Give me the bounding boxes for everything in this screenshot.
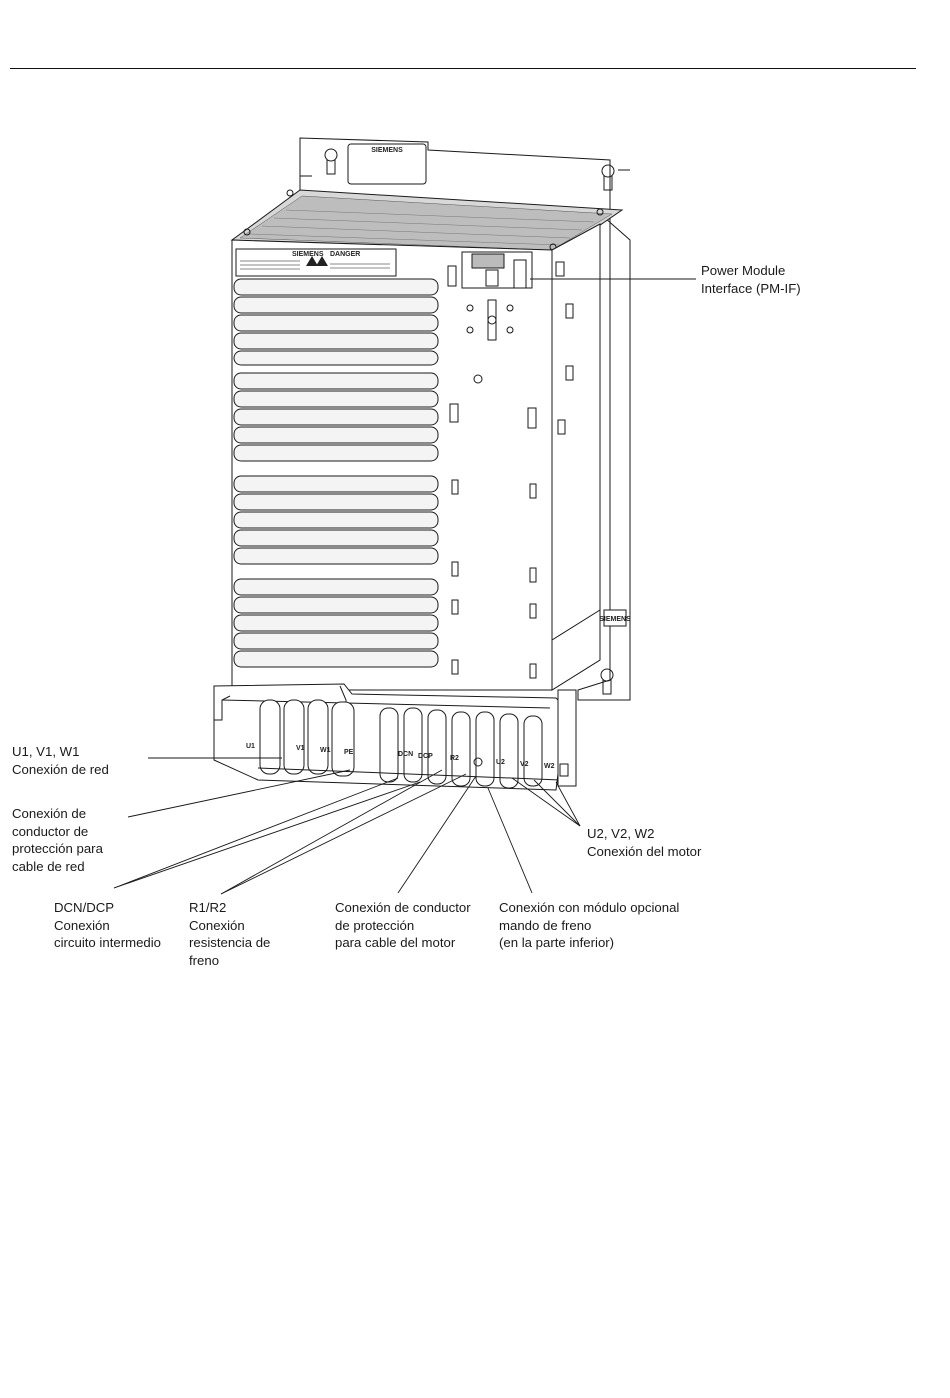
leader-dc-link-b — [113, 781, 421, 889]
brand-top: SIEMENS — [371, 147, 403, 154]
keyhole-top-right — [601, 164, 615, 191]
label-pm-if: Power Module Interface (PM-IF) — [701, 263, 801, 296]
terminal-9: W2 — [544, 763, 555, 770]
terminal-block: U1 V1 W1 PE DCN DCP R2 U2 V2 W2 — [213, 683, 577, 791]
leader-motor-v — [533, 779, 581, 827]
pm-if-connector — [447, 251, 533, 289]
terminal-7: U2 — [496, 759, 505, 766]
label-pe-motor: Conexión de conductor de protección para… — [335, 900, 471, 951]
leader-dc-link-a — [113, 777, 399, 889]
label-brake-resistor: R1/R2 Conexión resistencia de freno — [189, 900, 271, 968]
keyhole-bottom-right — [600, 668, 614, 695]
terminal-0: U1 — [246, 743, 255, 750]
terminal-3: PE — [344, 749, 354, 756]
top-vent — [230, 189, 624, 257]
label-motor: U2, V2, W2 Conexión del motor — [587, 826, 702, 859]
label-brake-module: Conexión con módulo opcional mando de fr… — [499, 900, 680, 951]
leader-pe-motor — [397, 775, 477, 894]
leader-motor-w — [555, 781, 581, 827]
label-dc-link: DCN/DCP Conexión circuito intermedio — [54, 900, 162, 951]
header-rule — [10, 68, 916, 69]
terminal-5: DCP — [418, 753, 433, 760]
danger-word: DANGER — [330, 251, 360, 258]
leader-pe-mains — [127, 769, 351, 818]
terminal-2: W1 — [320, 747, 331, 754]
leader-brake-resistor-a — [220, 769, 443, 895]
terminal-6: R2 — [450, 755, 459, 762]
leader-lines — [113, 278, 696, 895]
keyhole-top-left — [324, 148, 338, 175]
front-details — [449, 299, 537, 679]
terminal-4: DCN — [398, 751, 413, 758]
leader-brake-resistor-b — [220, 773, 467, 895]
label-pe-mains: Conexión de conductor de protección para… — [12, 806, 103, 874]
leader-motor-u — [511, 777, 581, 827]
terminal-1: V1 — [296, 745, 305, 752]
leader-brake-module — [487, 787, 533, 894]
pe-motor-screw — [473, 757, 483, 767]
label-mains: U1, V1, W1 Conexión de red — [12, 744, 109, 777]
louvres — [233, 278, 439, 668]
brand-side: SIEMENS — [599, 616, 631, 623]
label-brand: SIEMENS — [292, 251, 324, 258]
terminal-8: V2 — [520, 761, 529, 768]
